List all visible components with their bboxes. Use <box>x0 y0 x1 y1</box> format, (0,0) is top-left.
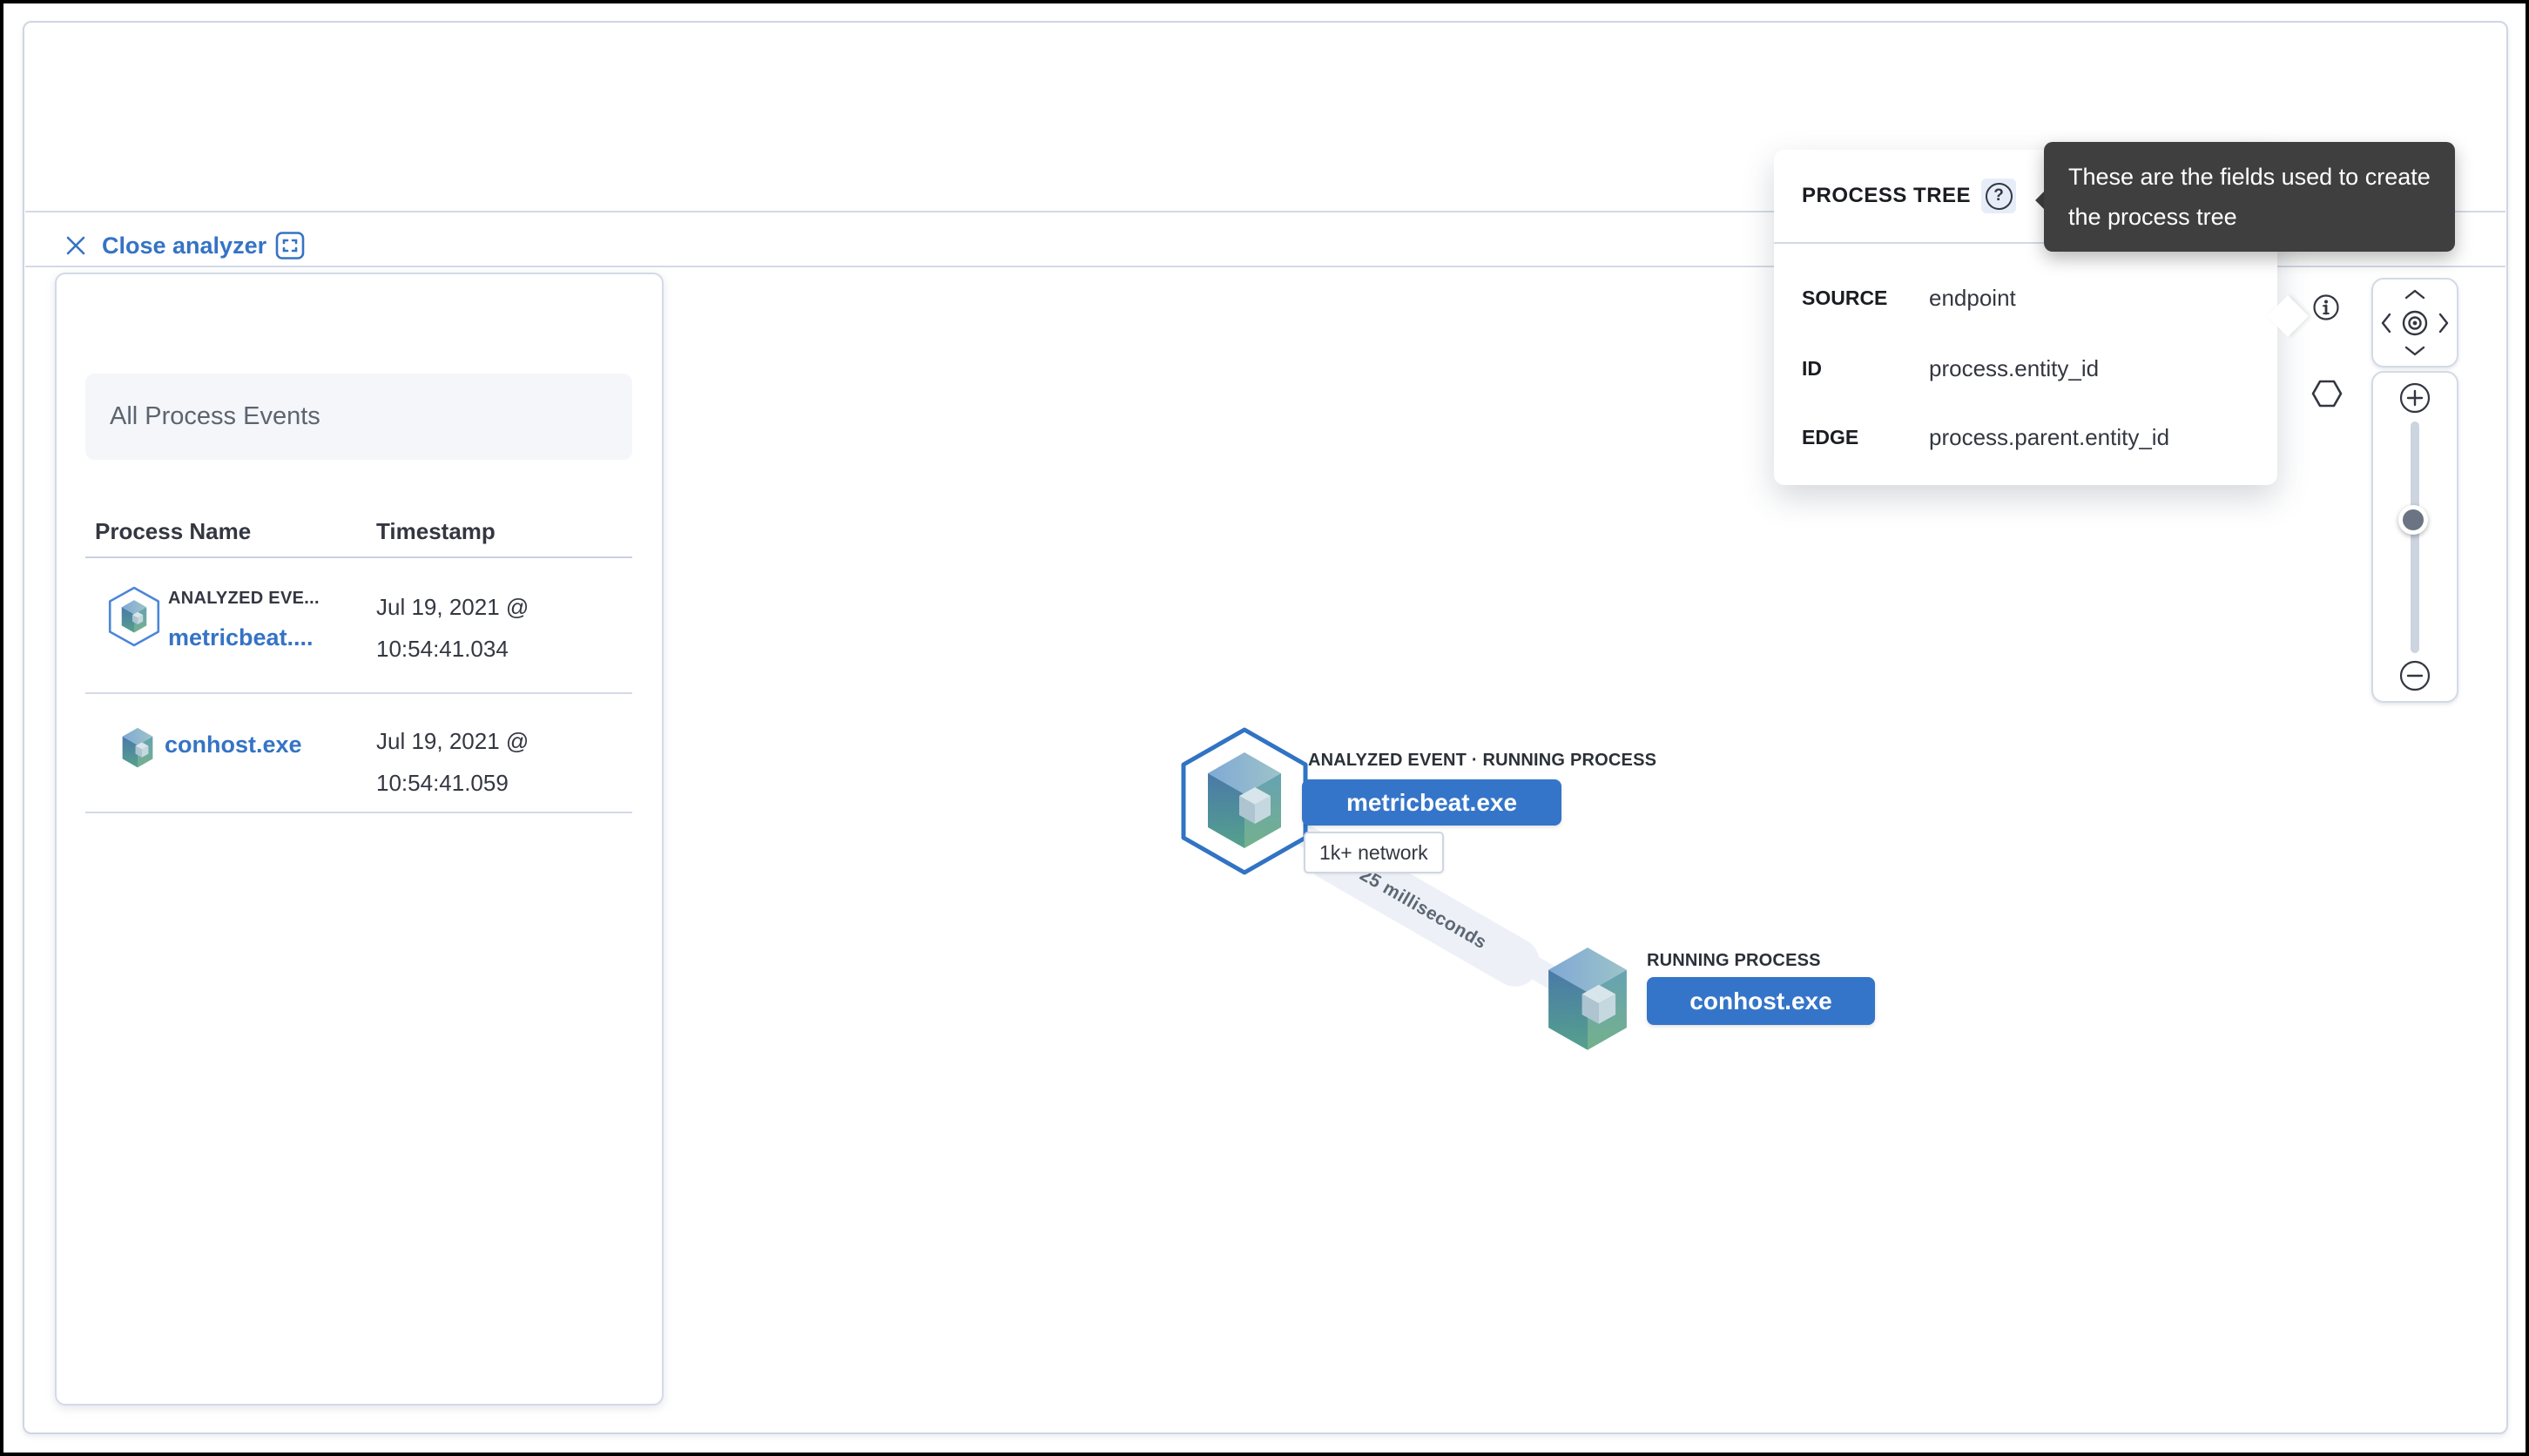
question-icon: ? <box>1985 182 2013 210</box>
process-icon <box>122 727 153 768</box>
process-name-link[interactable]: metricbeat.... <box>168 624 314 650</box>
close-icon <box>66 236 85 255</box>
events-filter-button[interactable]: All Process Events <box>85 374 632 460</box>
analyzed-process-icon <box>108 586 160 647</box>
process-node-button[interactable]: metricbeat.exe <box>1302 779 1561 826</box>
analyzer-container: Close analyzer All Process Events Proces… <box>23 21 2508 1434</box>
fullscreen-button[interactable] <box>267 224 313 267</box>
node-kind-label: ANALYZED EVENT · RUNNING PROCESS <box>1308 751 1657 770</box>
selected-process-node-icon[interactable] <box>1179 726 1310 876</box>
network-events-badge[interactable]: 1k+ network <box>1304 832 1444 873</box>
column-header-timestamp: Timestamp <box>376 518 496 544</box>
fullscreen-icon <box>275 232 305 260</box>
timestamp-cell: Jul 19, 2021 @ 10:54:41.059 <box>376 728 529 796</box>
process-name-link[interactable]: conhost.exe <box>165 731 302 758</box>
table-header-divider <box>85 556 632 558</box>
zoom-control <box>2371 371 2458 703</box>
divider-close-row <box>25 266 2505 267</box>
process-events-panel: All Process Events Process Name Timestam… <box>55 273 664 1405</box>
camera-nav-pad <box>2371 278 2458 367</box>
center-camera-icon[interactable] <box>2396 304 2434 342</box>
pan-down-icon[interactable] <box>2404 345 2426 357</box>
schema-hexagon-icon[interactable] <box>2310 379 2344 408</box>
events-filter-label: All Process Events <box>110 402 320 430</box>
popover-title: PROCESS TREE <box>1802 184 1972 207</box>
row-divider <box>85 692 632 694</box>
info-icon[interactable] <box>2312 293 2340 321</box>
pan-left-icon[interactable] <box>2380 312 2392 334</box>
popover-divider <box>1774 242 2277 244</box>
zoom-in-icon[interactable] <box>2398 381 2431 415</box>
pan-right-icon[interactable] <box>2438 312 2450 334</box>
divider-top <box>25 211 2505 212</box>
zoom-out-icon[interactable] <box>2398 659 2431 692</box>
timestamp-cell: Jul 19, 2021 @ 10:54:41.034 <box>376 594 529 662</box>
zoom-slider-track[interactable] <box>2411 421 2419 653</box>
process-node-button[interactable]: conhost.exe <box>1647 977 1875 1025</box>
pan-up-icon[interactable] <box>2404 288 2426 300</box>
zoom-slider-thumb[interactable] <box>2398 505 2428 535</box>
column-header-process-name: Process Name <box>95 518 252 544</box>
tooltip: These are the fields used to create the … <box>2044 142 2455 252</box>
row-divider <box>85 812 632 813</box>
close-analyzer-link[interactable]: Close analyzer <box>64 225 266 266</box>
close-analyzer-label: Close analyzer <box>102 232 267 259</box>
help-button[interactable]: ? <box>1981 179 2017 213</box>
node-kind-label: RUNNING PROCESS <box>1647 951 1821 970</box>
process-node-icon[interactable] <box>1540 946 1635 1054</box>
event-kind-badge: ANALYZED EVE... <box>168 589 320 608</box>
